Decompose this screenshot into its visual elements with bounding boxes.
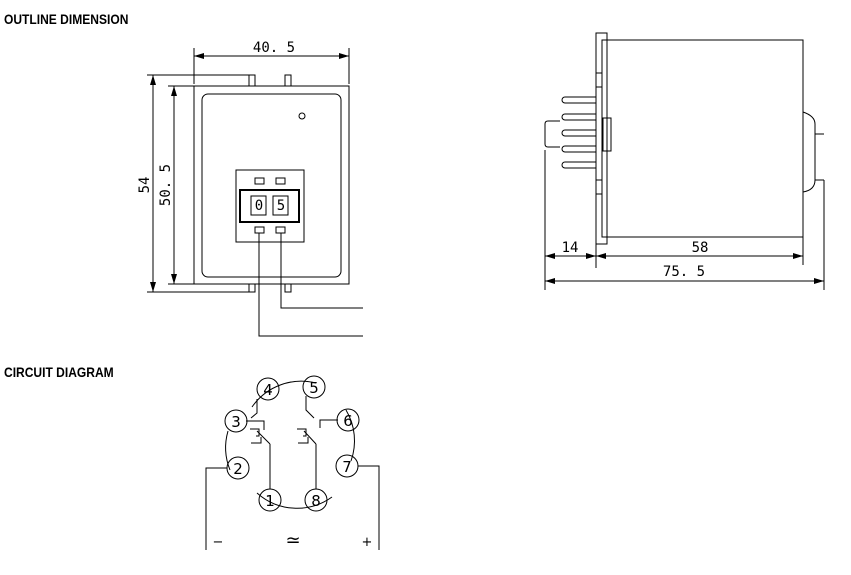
dial-digit-units: 0 <box>255 198 263 214</box>
base-arc-left <box>225 430 231 471</box>
contact-right <box>297 396 338 489</box>
circuit-diagram <box>205 375 380 550</box>
supply-lead-plus <box>358 465 380 550</box>
pin-5-label: 5 <box>309 379 319 397</box>
circuit-diagram-heading: CIRCUIT DIAGRAM <box>4 364 114 380</box>
dial-digit-tens: 5 <box>277 198 285 214</box>
front-face-plate <box>201 93 342 278</box>
base-arc-bottom <box>256 492 333 509</box>
dim-width-label: 40. 5 <box>253 40 295 56</box>
pin-2-label: 2 <box>233 460 243 478</box>
bottom-tab-left <box>248 283 256 293</box>
leader-line-units <box>258 233 363 337</box>
contact-left <box>246 399 271 489</box>
dim-outer-height-label: 54 <box>137 177 153 194</box>
plus-sign: + <box>362 535 373 550</box>
side-clip-top <box>595 72 603 88</box>
pin-6-label: 6 <box>343 412 353 430</box>
side-main-body <box>601 39 804 238</box>
dim-pin-length-label: 14 <box>562 240 579 256</box>
indicator-led <box>298 112 306 120</box>
front-view <box>147 48 363 337</box>
supply-symbol: ≃ <box>285 530 300 551</box>
side-right-face <box>802 111 824 193</box>
dim-body-depth-label: 58 <box>692 240 709 256</box>
pin-3-label: 3 <box>231 413 241 431</box>
supply-lead-minus <box>205 467 227 550</box>
outline-dimension-heading: OUTLINE DIMENSION <box>4 11 129 27</box>
dim-total-length-label: 75. 5 <box>663 264 705 280</box>
pin-7-label: 7 <box>342 458 352 476</box>
side-clip-bottom <box>595 179 603 195</box>
side-view <box>544 32 825 290</box>
pin-5-circle <box>302 375 326 399</box>
side-key <box>602 117 612 152</box>
pin-8-label: 8 <box>311 492 321 510</box>
pin-1-label: 1 <box>265 492 275 510</box>
side-flange <box>595 32 608 245</box>
front-outer-body <box>193 85 350 285</box>
socket-pins <box>544 96 596 169</box>
dim-inner-height-label: 50. 5 <box>158 164 174 206</box>
top-tab-left <box>248 74 256 87</box>
pin-4-circle <box>256 377 280 401</box>
top-tab-right <box>284 74 292 87</box>
bottom-tab-right <box>284 283 292 293</box>
time-dial-switch <box>235 169 305 243</box>
leader-line-tens <box>280 233 363 309</box>
minus-sign: − <box>213 535 224 550</box>
pin-4-label: 4 <box>263 381 273 399</box>
